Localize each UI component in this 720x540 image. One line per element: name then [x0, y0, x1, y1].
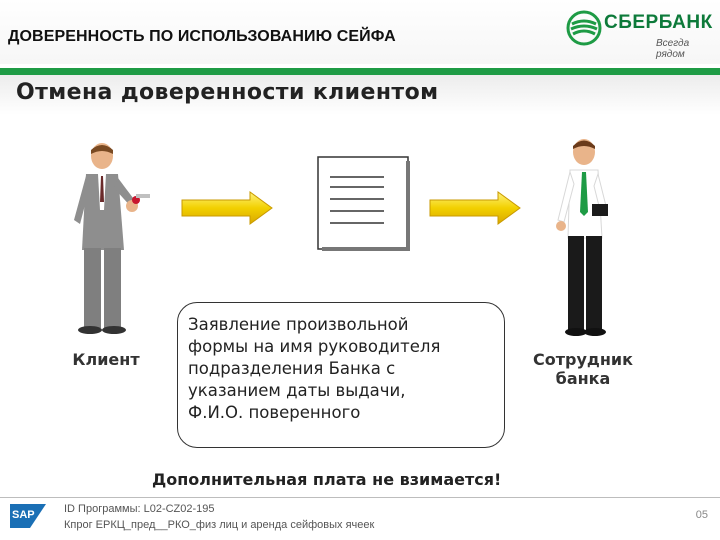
header-divider — [0, 68, 720, 75]
header-title: ДОВЕРЕННОСТЬ ПО ИСПОЛЬЗОВАНИЮ СЕЙФА — [8, 28, 396, 45]
client-figure-icon — [74, 143, 150, 334]
description-line: формы на имя руководителя — [188, 337, 441, 356]
employee-label-line2: банка — [555, 369, 611, 388]
subtitle-band — [0, 75, 720, 115]
employee-label: Сотрудник банка — [518, 350, 648, 388]
description-line: Заявление произвольной — [188, 315, 409, 334]
page-number: 05 — [695, 509, 708, 521]
client-label: Клиент — [72, 350, 140, 369]
description-text: Заявление произвольной формы на имя руко… — [188, 314, 500, 424]
slide-footer — [0, 497, 720, 540]
description-line: указанием даты выдачи, — [188, 381, 406, 400]
logo-slogan: Всегда рядом — [656, 38, 690, 60]
logo-name: СБЕРБАНК — [604, 12, 713, 33]
footer-program-id: ID Программы: L02-CZ02-195 — [64, 503, 215, 515]
description-line: подразделения Банка с — [188, 359, 396, 378]
description-line: Ф.И.О. поверенного — [188, 403, 361, 422]
bank-employee-figure-icon — [556, 139, 608, 336]
arrow-right-icon — [429, 191, 521, 225]
footer-divider — [0, 497, 720, 498]
slide-subtitle: Отмена доверенности клиентом — [16, 80, 439, 105]
description-callout — [177, 302, 505, 448]
document-icon — [317, 156, 410, 251]
sap-logo-text: SAP — [12, 509, 35, 521]
footer-course-name: Кпрог ЕРКЦ_пред__РКО_физ лиц и аренда се… — [64, 519, 375, 531]
sberbank-logo: СБЕРБАНК Всегда рядом — [564, 8, 714, 60]
fee-note: Дополнительная плата не взимается! — [152, 470, 502, 489]
employee-label-line1: Сотрудник — [533, 350, 633, 369]
sberbank-logo-icon — [566, 10, 602, 46]
sap-logo-icon — [10, 504, 46, 528]
arrow-right-icon — [181, 191, 273, 225]
